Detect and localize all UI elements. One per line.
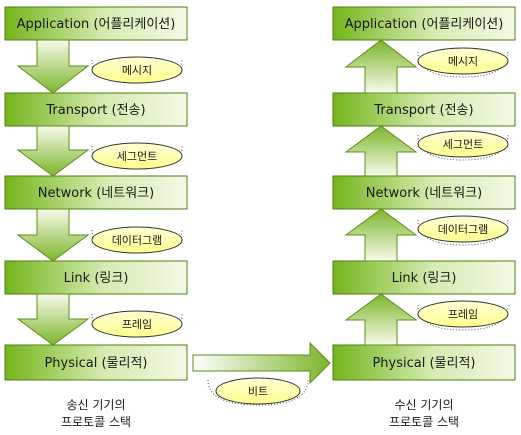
sender-layer-application: Application (어플리케이션) (4, 6, 188, 41)
transfer-pdu-bit: 비트 (207, 377, 309, 406)
sender-caption-line1: 송신 기기의 (66, 398, 125, 412)
sender-arrow-down-2 (16, 125, 90, 177)
receiver-pdu-message-label: 메시지 (448, 55, 478, 68)
receiver-pdu-message: 메시지 (417, 47, 509, 78)
receiver-stack: Application (어플리케이션) Transport (전송) Netw… (332, 6, 516, 429)
receiver-pdu-segment-label: 세그먼트 (443, 138, 483, 151)
receiver-layer-application-label: Application (어플리케이션) (345, 17, 504, 32)
sender-arrow-down-1 (16, 39, 90, 94)
sender-pdu-segment-label: 세그먼트 (117, 150, 157, 163)
sender-arrow-down-4 (16, 293, 90, 346)
receiver-layer-application: Application (어플리케이션) (332, 6, 516, 41)
sender-layer-link-label: Link (링크) (64, 271, 129, 286)
receiver-pdu-datagram-label: 데이터그램 (438, 223, 489, 236)
receiver-pdu-datagram: 데이터그램 (417, 215, 509, 246)
transfer-pdu-bit-label: 비트 (248, 385, 268, 398)
sender-pdu-segment: 세그먼트 (91, 142, 183, 170)
receiver-arrow-up-2 (344, 125, 418, 177)
receiver-layer-network-label: Network (네트워크) (366, 186, 482, 201)
receiver-arrow-up-3 (344, 208, 418, 262)
sender-pdu-datagram-label: 데이터그램 (112, 234, 163, 247)
sender-layer-network-label: Network (네트워크) (38, 186, 154, 201)
sender-layer-physical: Physical (물리적) (4, 344, 188, 381)
receiver-layer-network: Network (네트워크) (332, 175, 516, 210)
sender-layer-transport-label: Transport (전송) (45, 103, 145, 118)
sender-pdu-frame: 프레임 (91, 310, 183, 338)
receiver-pdu-frame: 프레임 (417, 300, 509, 331)
sender-layer-application-label: Application (어플리케이션) (17, 17, 176, 32)
receiver-arrow-up-4 (344, 293, 418, 346)
receiver-caption-line2: 프로토콜 스택 (389, 415, 459, 429)
receiver-layer-link: Link (링크) (332, 260, 516, 295)
sender-layer-link: Link (링크) (4, 260, 188, 295)
sender-layer-network: Network (네트워크) (4, 175, 188, 210)
sender-arrow-down-3 (16, 208, 90, 262)
receiver-arrow-up-1 (344, 39, 418, 94)
receiver-layer-physical-label: Physical (물리적) (372, 356, 475, 371)
transfer-link: 비트 (192, 341, 331, 406)
sender-pdu-datagram: 데이터그램 (91, 226, 183, 254)
transfer-arrow-right (192, 341, 331, 385)
sender-layer-transport: Transport (전송) (4, 92, 188, 127)
sender-caption-line2: 프로토콜 스택 (61, 415, 131, 429)
receiver-layer-physical: Physical (물리적) (332, 344, 516, 381)
receiver-pdu-frame-label: 프레임 (448, 308, 478, 321)
receiver-layer-transport-label: Transport (전송) (373, 103, 473, 118)
sender-pdu-frame-label: 프레임 (122, 318, 152, 331)
receiver-layer-transport: Transport (전송) (332, 92, 516, 127)
sender-stack: Application (어플리케이션) Transport (전송) Netw… (4, 6, 188, 429)
receiver-pdu-segment: 세그먼트 (417, 130, 509, 161)
receiver-layer-link-label: Link (링크) (392, 271, 457, 286)
sender-pdu-message-label: 메시지 (122, 64, 152, 77)
sender-pdu-message: 메시지 (91, 56, 183, 84)
receiver-caption-line1: 수신 기기의 (394, 398, 453, 412)
sender-layer-physical-label: Physical (물리적) (44, 356, 147, 371)
